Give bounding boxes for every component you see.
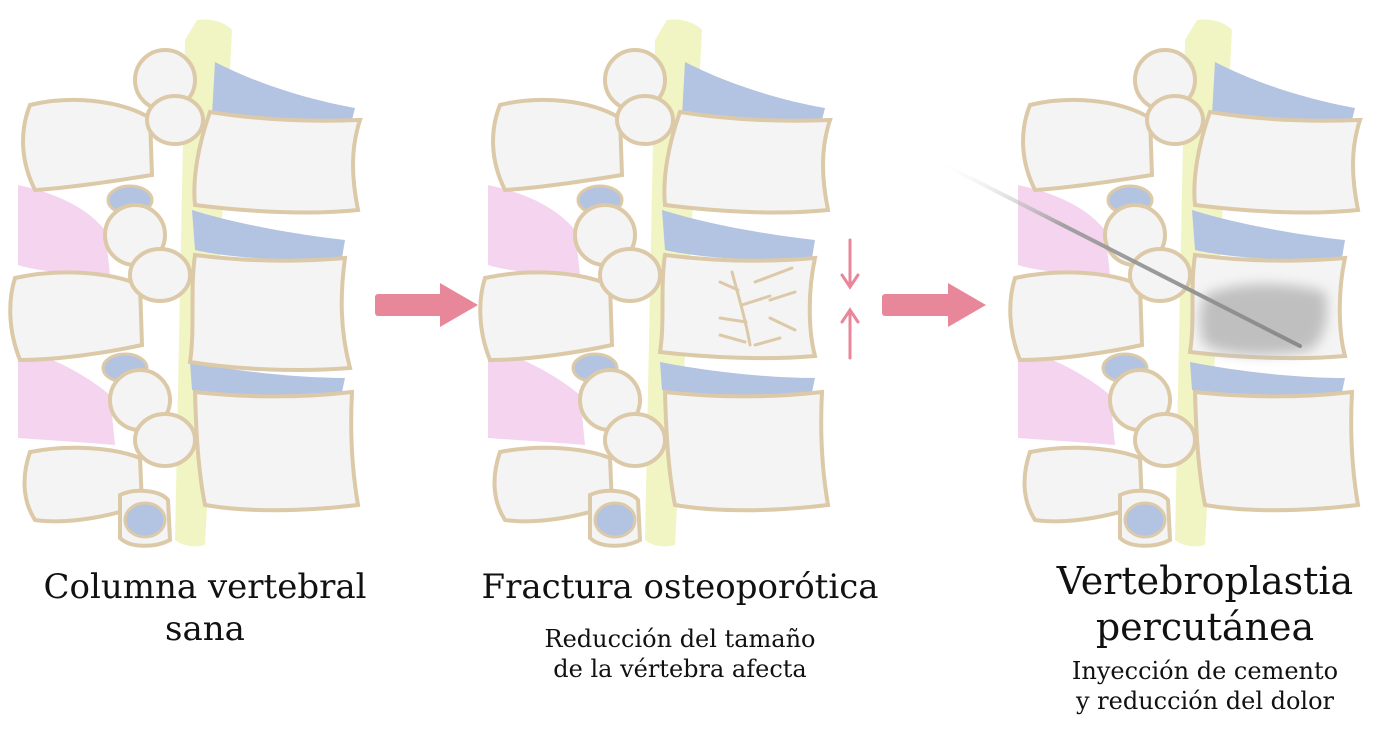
panel-title-line: Vertebroplastia bbox=[1056, 559, 1354, 603]
fractured-spine-illustration bbox=[478, 17, 860, 549]
arrow-right-icon bbox=[882, 283, 986, 327]
panel-subtitle-line: Reducción del tamaño bbox=[544, 625, 816, 653]
caption-vertebroplasty: Vertebroplastia percutánea Inyección de … bbox=[1020, 558, 1379, 716]
fracture-cracks bbox=[718, 266, 797, 347]
panel-title-line: sana bbox=[165, 609, 245, 649]
cement-filling bbox=[1199, 284, 1327, 355]
caption-osteoporotic-fracture: Fractura osteoporótica Reducción del tam… bbox=[470, 566, 890, 684]
healthy-spine-illustration bbox=[8, 17, 362, 549]
arrow-right-icon bbox=[375, 283, 478, 327]
needle-icon bbox=[933, 158, 1302, 348]
panel-subtitle-line: Inyección de cemento bbox=[1071, 657, 1339, 685]
panel-subtitle-line: y reducción del dolor bbox=[1075, 687, 1335, 715]
caption-healthy-spine: Columna vertebral sana bbox=[20, 566, 390, 650]
panel-subtitle-line: de la vértebra afecta bbox=[553, 655, 807, 683]
panel-title-line: Fractura osteoporótica bbox=[481, 567, 879, 607]
panel-title-line: Columna vertebral bbox=[43, 567, 367, 607]
spine-diagram bbox=[8, 17, 1362, 549]
vertebroplasty-illustration bbox=[1008, 17, 1362, 549]
compression-arrows-icon bbox=[840, 238, 860, 360]
panel-title-line: percutánea bbox=[1095, 605, 1315, 649]
